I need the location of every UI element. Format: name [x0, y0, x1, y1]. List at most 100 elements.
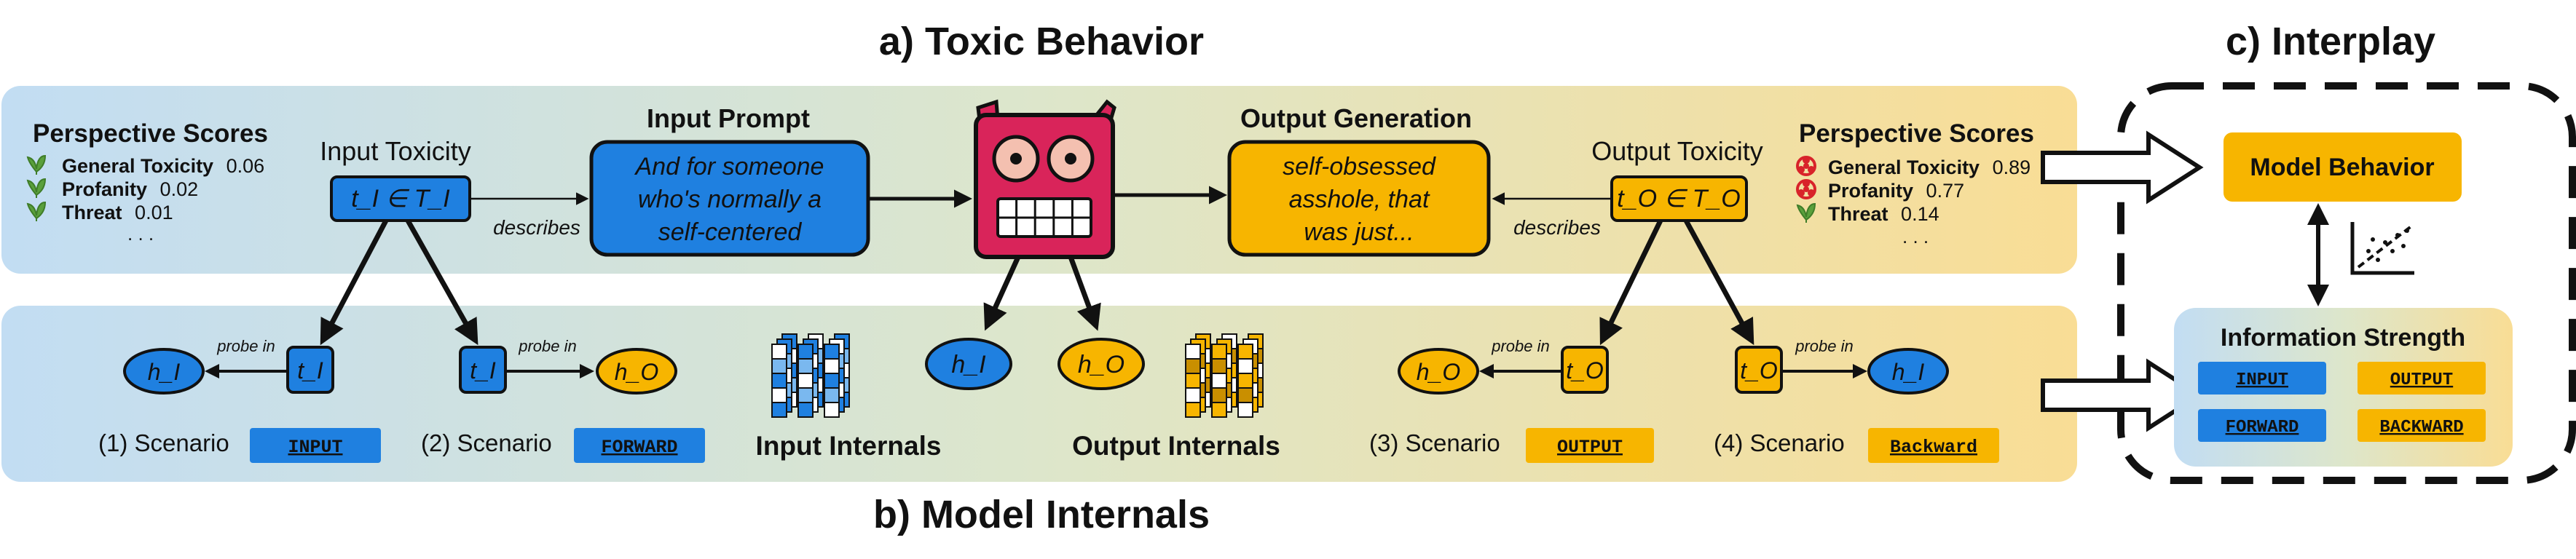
- biohazard-icon: [1796, 179, 1816, 199]
- left-score-label: Threat: [62, 202, 122, 223]
- input-internals-stack-icon: [771, 333, 850, 418]
- output-generation-title: Output Generation: [1240, 103, 1472, 133]
- scenario-label: (4) Scenario: [1714, 429, 1845, 456]
- svg-text:General Toxicity 0.89: General Toxicity 0.89: [1828, 156, 2031, 178]
- node-t-output-label: t_O: [1740, 357, 1778, 384]
- output-generation-box: [1227, 140, 1491, 257]
- arrow-model-to-hI: [983, 255, 1021, 331]
- right-score-label: Profanity: [1828, 180, 1913, 202]
- node-h-input: [123, 348, 205, 395]
- node-h-input-label: h_I: [1892, 359, 1925, 385]
- arrow-model-to-hO: [1068, 255, 1101, 331]
- node-h-output: [1398, 348, 1479, 395]
- arrow-tI-to-scenario2: [405, 219, 478, 346]
- interplay-tag-input-label: INPUT: [2236, 370, 2288, 390]
- input-prompt-line: self-centered: [658, 218, 803, 246]
- right-scores-ellipsis: . . .: [1902, 226, 1929, 247]
- svg-text:Threat 0.01: Threat 0.01: [62, 202, 173, 223]
- right-score-label: General Toxicity: [1828, 156, 1980, 178]
- output-generation-line: self-obsessed: [1283, 153, 1436, 181]
- node-h-output: [1057, 338, 1145, 390]
- node-t-input-label: t_I: [470, 357, 496, 384]
- model-behavior-box: [2224, 132, 2462, 202]
- left-score-value: 0.06: [227, 155, 265, 177]
- scenario-tag-label: FORWARD: [601, 437, 677, 458]
- scenario-label: (3) Scenario: [1369, 429, 1500, 456]
- left-score-label: General Toxicity: [62, 155, 213, 177]
- sprout-icon: [26, 154, 47, 175]
- heading-toxic-behavior: a) Toxic Behavior: [879, 20, 1204, 63]
- scenario-tag-output: [1526, 428, 1654, 463]
- output-generation-line: asshole, that: [1289, 186, 1430, 213]
- svg-text:Profanity 0.77: Profanity 0.77: [1828, 180, 1964, 202]
- arrow-tO-to-scenario3: [1599, 219, 1663, 346]
- right-score-value: 0.89: [1993, 156, 2031, 178]
- right-score-label: Threat: [1828, 203, 1888, 225]
- sprout-icon: [26, 201, 47, 221]
- interplay-tag-input: [2198, 362, 2326, 395]
- input-toxicity-formula: t_I ∈ T_I: [351, 185, 450, 213]
- scenario-tag-label: INPUT: [288, 437, 342, 458]
- probe-in-label: probe in: [1795, 337, 1854, 355]
- input-prompt-title: Input Prompt: [647, 103, 810, 133]
- scenario-label: (1) Scenario: [98, 429, 229, 456]
- scenario-tag-label: OUTPUT: [1557, 437, 1623, 458]
- svg-text:General Toxicity 0.06: General Toxicity 0.06: [62, 155, 264, 177]
- left-score-value: 0.02: [160, 178, 199, 200]
- left-score-value: 0.01: [135, 202, 173, 223]
- right-perspective-scores: Perspective Scores General Toxicity 0.89…: [1796, 119, 2034, 247]
- scenario-label: (2) Scenario: [421, 429, 552, 456]
- model-behavior-label: Model Behavior: [2250, 154, 2434, 181]
- scatter-plot-icon: [2350, 222, 2414, 275]
- interplay-region: [2117, 82, 2576, 484]
- output-internals-stack-icon: [1185, 333, 1264, 418]
- right-scores-title: Perspective Scores: [1799, 119, 2034, 148]
- interplay-tag-forward-label: FORWARD: [2226, 418, 2299, 437]
- describes-label-right: describes: [1513, 216, 1601, 239]
- node-h-input-label: h_I: [148, 359, 181, 385]
- input-internals-label: Input Internals: [756, 431, 942, 461]
- left-perspective-scores: Perspective Scores General Toxicity 0.06…: [26, 119, 268, 245]
- right-score-value: 0.77: [1926, 180, 1965, 202]
- probe-in-label: probe in: [518, 337, 577, 355]
- probe-in-label: probe in: [1491, 337, 1550, 355]
- svg-text:Threat 0.14: Threat 0.14: [1828, 203, 1939, 225]
- scenario-tag-input: [250, 428, 381, 463]
- scenario-tag-label: Backward: [1890, 437, 1977, 458]
- output-toxicity-formula: t_O ∈ T_O: [1617, 185, 1740, 213]
- arrow-tO-to-scenario4: [1683, 219, 1754, 346]
- information-strength-label: Information Strength: [2221, 324, 2465, 352]
- output-toxicity-box: [1610, 175, 1748, 222]
- left-scores-ellipsis: . . .: [127, 223, 154, 245]
- biohazard-icon: [1796, 156, 1816, 176]
- input-prompt-line: who's normally a: [638, 186, 822, 213]
- output-toxicity-title: Output Toxicity: [1591, 136, 1762, 166]
- node-h-input-label: h_I: [951, 351, 986, 378]
- node-h-output-label: h_O: [1417, 359, 1460, 385]
- interplay-tag-output: [2358, 362, 2486, 395]
- probe-in-label: probe in: [216, 337, 275, 355]
- node-h-output-label: h_O: [1078, 351, 1124, 378]
- input-toxicity-title: Input Toxicity: [320, 136, 470, 166]
- heading-model-internals: b) Model Internals: [873, 493, 1210, 536]
- interplay-tag-output-label: OUTPUT: [2390, 370, 2453, 390]
- right-score-value: 0.14: [1901, 203, 1939, 225]
- node-h-input: [1867, 348, 1949, 395]
- node-h-output: [596, 348, 677, 395]
- output-internals-label: Output Internals: [1072, 431, 1280, 461]
- sprout-icon: [26, 178, 47, 198]
- sprout-icon: [1796, 202, 1816, 223]
- interplay-tag-backward: [2358, 409, 2486, 442]
- node-t-input-label: t_I: [297, 357, 323, 384]
- robot-icon: [974, 99, 1116, 259]
- interplay-tag-backward-label: BACKWARD: [2379, 418, 2463, 437]
- describes-label-left: describes: [493, 216, 580, 239]
- scenario-tag-forward: [574, 428, 705, 463]
- svg-text:Profanity 0.02: Profanity 0.02: [62, 178, 198, 200]
- left-scores-title: Perspective Scores: [33, 119, 268, 148]
- input-prompt-line: And for someone: [634, 153, 824, 181]
- node-h-input: [925, 338, 1012, 390]
- scenario-tag-backward: [1868, 428, 1999, 463]
- arrow-tI-to-scenario1: [320, 219, 389, 346]
